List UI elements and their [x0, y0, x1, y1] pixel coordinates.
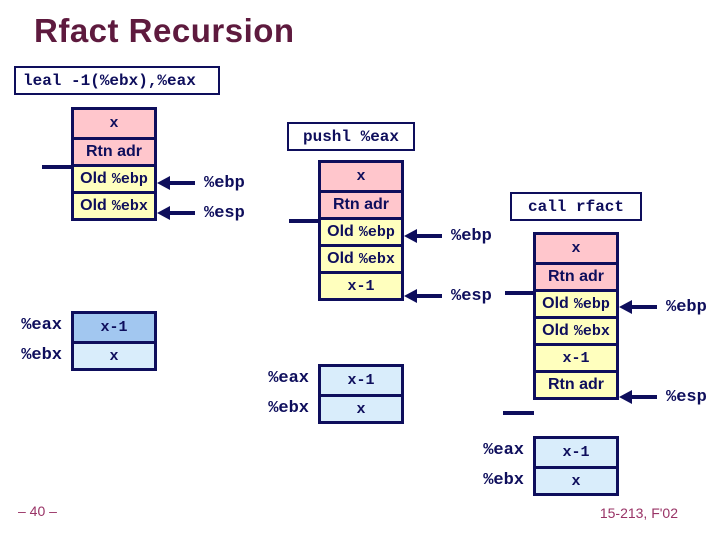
reg-label-eax: %eax: [483, 441, 524, 460]
arrow-line: [417, 294, 442, 298]
cell-label: Rtn adr: [548, 376, 604, 393]
reg3-eax-value: x-1: [536, 439, 616, 466]
cell-value: %ebx: [573, 322, 610, 340]
stack1-esp-pointer: %esp: [157, 203, 245, 223]
stack3-cell-old-ebx: Old%ebx: [536, 316, 616, 343]
cell-value: x: [109, 115, 119, 132]
register-file-3: %eax %ebx x-1 x: [476, 436, 619, 496]
stack3-cell-old-ebp: Old%ebp: [536, 289, 616, 316]
stack3-cell-rtn-adr-new: Rtn adr: [536, 370, 616, 397]
cell-label: Rtn adr: [333, 196, 389, 213]
cell-label: Old: [542, 322, 569, 339]
arrow-line: [417, 234, 442, 238]
stack2-ebp-pointer: %ebp: [404, 226, 492, 246]
frame-boundary-line-2: [289, 219, 319, 223]
ebp-pointer-label: %ebp: [666, 297, 707, 317]
cell-value: %ebp: [573, 295, 610, 313]
stack3-esp-pointer: %esp: [619, 387, 707, 407]
arrow-line: [170, 211, 195, 215]
register-box: x-1 x: [318, 364, 404, 424]
arrow-left-icon: [619, 390, 632, 404]
register-file-2: %eax %ebx x-1 x: [261, 364, 404, 424]
esp-pointer-label: %esp: [204, 203, 245, 223]
stack2-cell-old-ebp: Old%ebp: [321, 217, 401, 244]
frame-boundary-line-3: [505, 291, 534, 295]
stack3-bottom-line: [503, 411, 534, 415]
esp-pointer-label: %esp: [451, 286, 492, 306]
instruction-box-leal: leal -1(%ebx),%eax: [14, 66, 220, 95]
ebp-pointer-label: %ebp: [451, 226, 492, 246]
arrow-line: [170, 181, 195, 185]
stack1-cell-x: x: [74, 110, 154, 137]
ebp-pointer-label: %ebp: [204, 173, 245, 193]
stack-diagram-1: x Rtn adr Old%ebp Old%ebx: [71, 107, 157, 221]
arrow-left-icon: [619, 300, 632, 314]
stack3-cell-rtn-adr: Rtn adr: [536, 262, 616, 289]
reg1-ebx-value: x: [74, 341, 154, 368]
reg-label-ebx: %ebx: [21, 346, 62, 365]
frame-boundary-line-1: [42, 165, 72, 169]
arrow-left-icon: [404, 229, 417, 243]
stack2-cell-x: x: [321, 163, 401, 190]
cell-value: x: [356, 168, 366, 185]
stack3-ebp-pointer: %ebp: [619, 297, 707, 317]
register-file-1: %eax %ebx x-1 x: [14, 311, 157, 371]
cell-label: Old: [80, 197, 107, 214]
instruction-box-pushl: pushl %eax: [287, 122, 415, 151]
stack3-cell-x-minus-1: x-1: [536, 343, 616, 370]
cell-value: x-1: [347, 277, 375, 295]
cell-value: x: [571, 240, 581, 257]
cell-value: %ebx: [111, 197, 148, 215]
slide-title: Rfact Recursion: [34, 12, 295, 49]
stack2-cell-old-ebx: Old%ebx: [321, 244, 401, 271]
course-footer: 15-213, F'02: [599, 505, 678, 521]
reg2-ebx-value: x: [321, 394, 401, 421]
stack-diagram-2: x Rtn adr Old%ebp Old%ebx x-1: [318, 160, 404, 301]
cell-label: Old: [327, 223, 354, 240]
esp-pointer-label: %esp: [666, 387, 707, 407]
reg2-eax-value: x-1: [321, 367, 401, 394]
stack2-cell-x-minus-1: x-1: [321, 271, 401, 298]
cell-value: x-1: [562, 349, 590, 367]
reg-label-ebx: %ebx: [268, 399, 309, 418]
instruction-text: pushl %eax: [302, 127, 399, 146]
cell-value: %ebp: [111, 170, 148, 188]
stack2-esp-pointer: %esp: [404, 286, 492, 306]
instruction-text: call rfact: [527, 197, 624, 216]
reg-label-ebx: %ebx: [483, 471, 524, 490]
register-box: x-1 x: [533, 436, 619, 496]
stack1-cell-old-ebx: Old%ebx: [74, 191, 154, 218]
stack-diagram-3: x Rtn adr Old%ebp Old%ebx x-1 Rtn adr: [533, 232, 619, 400]
page-number: – 40 –: [18, 503, 57, 519]
cell-label: Rtn adr: [548, 268, 604, 285]
reg-label-eax: %eax: [21, 316, 62, 335]
stack1-cell-old-ebp: Old%ebp: [74, 164, 154, 191]
stack1-ebp-pointer: %ebp: [157, 173, 245, 193]
reg-label-eax: %eax: [268, 369, 309, 388]
reg1-eax-value: x-1: [74, 314, 154, 341]
stack2-cell-rtn-adr: Rtn adr: [321, 190, 401, 217]
arrow-left-icon: [404, 289, 417, 303]
arrow-line: [632, 395, 657, 399]
instruction-box-call: call rfact: [510, 192, 642, 221]
register-box: x-1 x: [71, 311, 157, 371]
cell-label: Rtn adr: [86, 143, 142, 160]
stack3-cell-x: x: [536, 235, 616, 262]
reg3-ebx-value: x: [536, 466, 616, 493]
stack1-cell-rtn-adr: Rtn adr: [74, 137, 154, 164]
arrow-line: [632, 305, 657, 309]
cell-label: Old: [327, 250, 354, 267]
arrow-left-icon: [157, 176, 170, 190]
cell-label: Old: [542, 295, 569, 312]
cell-value: %ebx: [358, 250, 395, 268]
cell-value: %ebp: [358, 223, 395, 241]
arrow-left-icon: [157, 206, 170, 220]
cell-label: Old: [80, 170, 107, 187]
instruction-text: leal -1(%ebx),%eax: [23, 71, 196, 90]
